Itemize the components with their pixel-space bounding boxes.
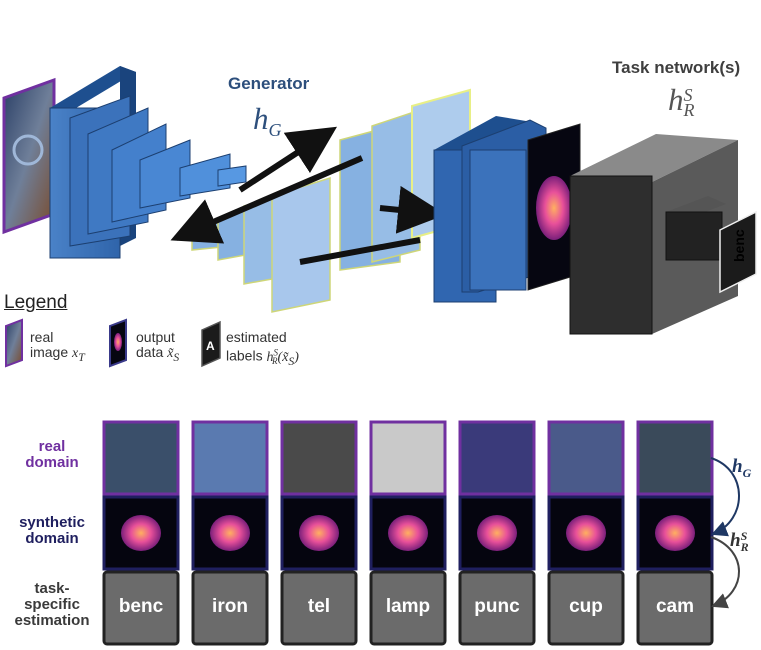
output-synthetic-image [527,123,581,291]
arc-task [710,536,740,609]
generator-encoder [49,66,247,259]
real-image-iron [191,420,269,496]
legend-real-label: real image xT [30,329,85,364]
generator-symbol: hG [253,101,282,141]
estimation-box-tel [280,570,358,646]
synthetic-object-tel [299,515,339,551]
synthetic-object-cup [566,515,606,551]
synthetic-object-cam [655,515,695,551]
task-network-title: Task network(s) [612,58,741,77]
legend-output-label: output data x̃S [136,329,180,364]
estimation-label-benc: benc [118,596,164,617]
estimation-label-cam: cam [655,596,695,617]
estimated-label-icon: A [201,320,221,368]
real-domain-row [102,420,714,496]
input-real-image [2,77,56,235]
task-network-box [569,134,757,335]
estimation-label-lamp: lamp [385,596,431,617]
real-image-icon [5,318,23,368]
arc-label-generator: hG [732,456,752,480]
synthetic-image-benc [102,495,180,571]
estimation-box-iron [191,570,269,646]
estimation-label-punc: punc [474,596,520,617]
estimation-label-cup: cup [569,596,603,617]
generator-output-blocks [433,116,547,303]
real-image-cup [547,420,625,496]
synthetic-image-icon [109,318,127,368]
estimation-box-lamp [369,570,447,646]
real-image-tel [280,420,358,496]
estimation-box-cup [547,570,625,646]
real-image-benc [102,420,180,496]
real-image-punc [458,420,536,496]
real-image-cam [636,420,714,496]
network-output-label: benc [731,229,747,262]
estimation-label-iron: iron [212,596,248,617]
estimation-label-tel: tel [307,596,331,617]
real-image-lamp [369,420,447,496]
generator-decoder [191,88,471,313]
arc-generator [710,457,740,537]
svg-text:A: A [206,339,215,353]
synthetic-domain-row [102,495,714,571]
legend-estimated-label: estimated labels hSR(x̃S) [226,329,299,368]
estimation-box-benc [102,570,180,646]
synthetic-object-iron [210,515,250,551]
synthetic-object-punc [477,515,517,551]
synthetic-object-benc [121,515,161,551]
flow-arrows [170,126,446,265]
legend-title: Legend [4,292,68,313]
synthetic-object-lamp [388,515,428,551]
generator-title: Generator [228,74,310,93]
estimation-box-punc [458,570,536,646]
